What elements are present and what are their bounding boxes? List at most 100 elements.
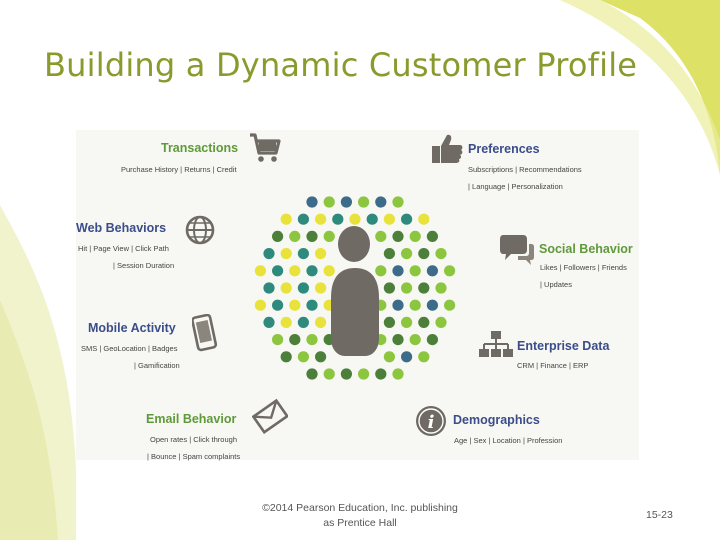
transactions-details: Purchase History | Returns | Credit — [121, 165, 237, 174]
cluster-dot — [375, 231, 386, 242]
cluster-dot — [263, 317, 274, 328]
transactions-title: Transactions — [161, 141, 238, 155]
svg-text:i: i — [428, 412, 435, 433]
cluster-dot — [289, 265, 300, 276]
cluster-dot — [392, 265, 403, 276]
cluster-dot — [289, 231, 300, 242]
web-behaviors-details: Hit | Page View | Click Path — [78, 244, 169, 253]
preferences-details-2: | Language | Personalization — [468, 182, 563, 191]
cluster-dot — [315, 248, 326, 259]
mobile-activity-details: SMS | GeoLocation | Badges — [81, 344, 177, 353]
cluster-dot — [255, 265, 266, 276]
cluster-dot — [341, 196, 352, 207]
cluster-dot — [392, 196, 403, 207]
demographics-title: Demographics — [453, 413, 540, 427]
cluster-dot — [427, 334, 438, 345]
cluster-dot — [263, 248, 274, 259]
shopping-cart-icon — [248, 131, 282, 165]
cluster-dot — [384, 317, 395, 328]
cluster-dot — [435, 248, 446, 259]
cluster-dot — [427, 231, 438, 242]
preferences-details: Subscriptions | Recommendations — [468, 165, 582, 174]
cluster-dot — [392, 300, 403, 311]
social-behavior-details: Likes | Followers | Friends — [540, 263, 627, 272]
cluster-dot — [306, 368, 317, 379]
cluster-dot — [263, 282, 274, 293]
cluster-dot — [324, 231, 335, 242]
cluster-dot — [444, 265, 455, 276]
cluster-dot — [315, 214, 326, 225]
email-behavior-title: Email Behavior — [146, 412, 236, 426]
cluster-dot — [324, 368, 335, 379]
copyright-line-1: ©2014 Pearson Education, Inc. publishing — [250, 501, 470, 516]
cluster-dot — [418, 248, 429, 259]
cluster-dot — [281, 317, 292, 328]
cluster-dot — [427, 300, 438, 311]
web-behaviors-title: Web Behaviors — [76, 221, 166, 235]
enterprise-data-title: Enterprise Data — [517, 339, 609, 353]
cluster-dot — [358, 196, 369, 207]
cluster-dot — [435, 317, 446, 328]
info-icon: i — [414, 404, 448, 438]
cluster-dot — [410, 231, 421, 242]
cluster-dot — [324, 196, 335, 207]
cluster-dot — [358, 368, 369, 379]
cluster-dot — [410, 265, 421, 276]
cluster-dot — [418, 351, 429, 362]
cluster-dot — [298, 248, 309, 259]
cluster-dot — [289, 300, 300, 311]
cluster-dot — [435, 282, 446, 293]
mobile-phone-icon — [192, 314, 218, 352]
email-behavior-details-2: | Bounce | Spam complaints — [147, 452, 240, 461]
cluster-dot — [298, 214, 309, 225]
cluster-dot — [401, 317, 412, 328]
cluster-dot — [401, 248, 412, 259]
preferences-title: Preferences — [468, 142, 540, 156]
cluster-dot — [418, 317, 429, 328]
envelope-icon — [252, 398, 288, 434]
mobile-activity-title: Mobile Activity — [88, 321, 176, 335]
cluster-dot — [341, 368, 352, 379]
cluster-dot — [375, 196, 386, 207]
cluster-dot — [315, 317, 326, 328]
cluster-dot — [332, 214, 343, 225]
cluster-dot — [444, 300, 455, 311]
cluster-dot — [401, 351, 412, 362]
cluster-dot — [281, 214, 292, 225]
cluster-dot — [272, 334, 283, 345]
cluster-dot — [281, 282, 292, 293]
cluster-dot — [418, 282, 429, 293]
cluster-dot — [384, 248, 395, 259]
cluster-dot — [281, 351, 292, 362]
cluster-dot — [298, 282, 309, 293]
cluster-dot — [306, 196, 317, 207]
cluster-dot — [392, 231, 403, 242]
cluster-dot — [392, 334, 403, 345]
enterprise-data-details: CRM | Finance | ERP — [517, 361, 588, 370]
cluster-dot — [410, 300, 421, 311]
cluster-dot — [298, 351, 309, 362]
cluster-dot — [384, 282, 395, 293]
cluster-dot — [324, 265, 335, 276]
web-behaviors-details-2: | Session Duration — [113, 261, 174, 270]
cluster-dot — [255, 300, 266, 311]
cluster-dot — [306, 334, 317, 345]
cluster-dot — [281, 248, 292, 259]
cluster-dot — [272, 265, 283, 276]
cluster-dot — [306, 300, 317, 311]
social-behavior-title: Social Behavior — [539, 242, 633, 256]
cluster-dot — [306, 231, 317, 242]
cluster-dot — [401, 214, 412, 225]
cluster-dot — [289, 334, 300, 345]
page-number: 15-23 — [646, 509, 673, 521]
copyright-footer: ©2014 Pearson Education, Inc. publishing… — [250, 501, 470, 531]
cluster-dot — [401, 282, 412, 293]
cluster-dot — [349, 214, 360, 225]
thumbs-up-icon — [430, 132, 464, 166]
cluster-dot — [272, 231, 283, 242]
cluster-dot — [298, 317, 309, 328]
cluster-dot — [315, 351, 326, 362]
cluster-dot — [384, 351, 395, 362]
cluster-dot — [306, 265, 317, 276]
speech-bubbles-icon — [500, 232, 534, 266]
